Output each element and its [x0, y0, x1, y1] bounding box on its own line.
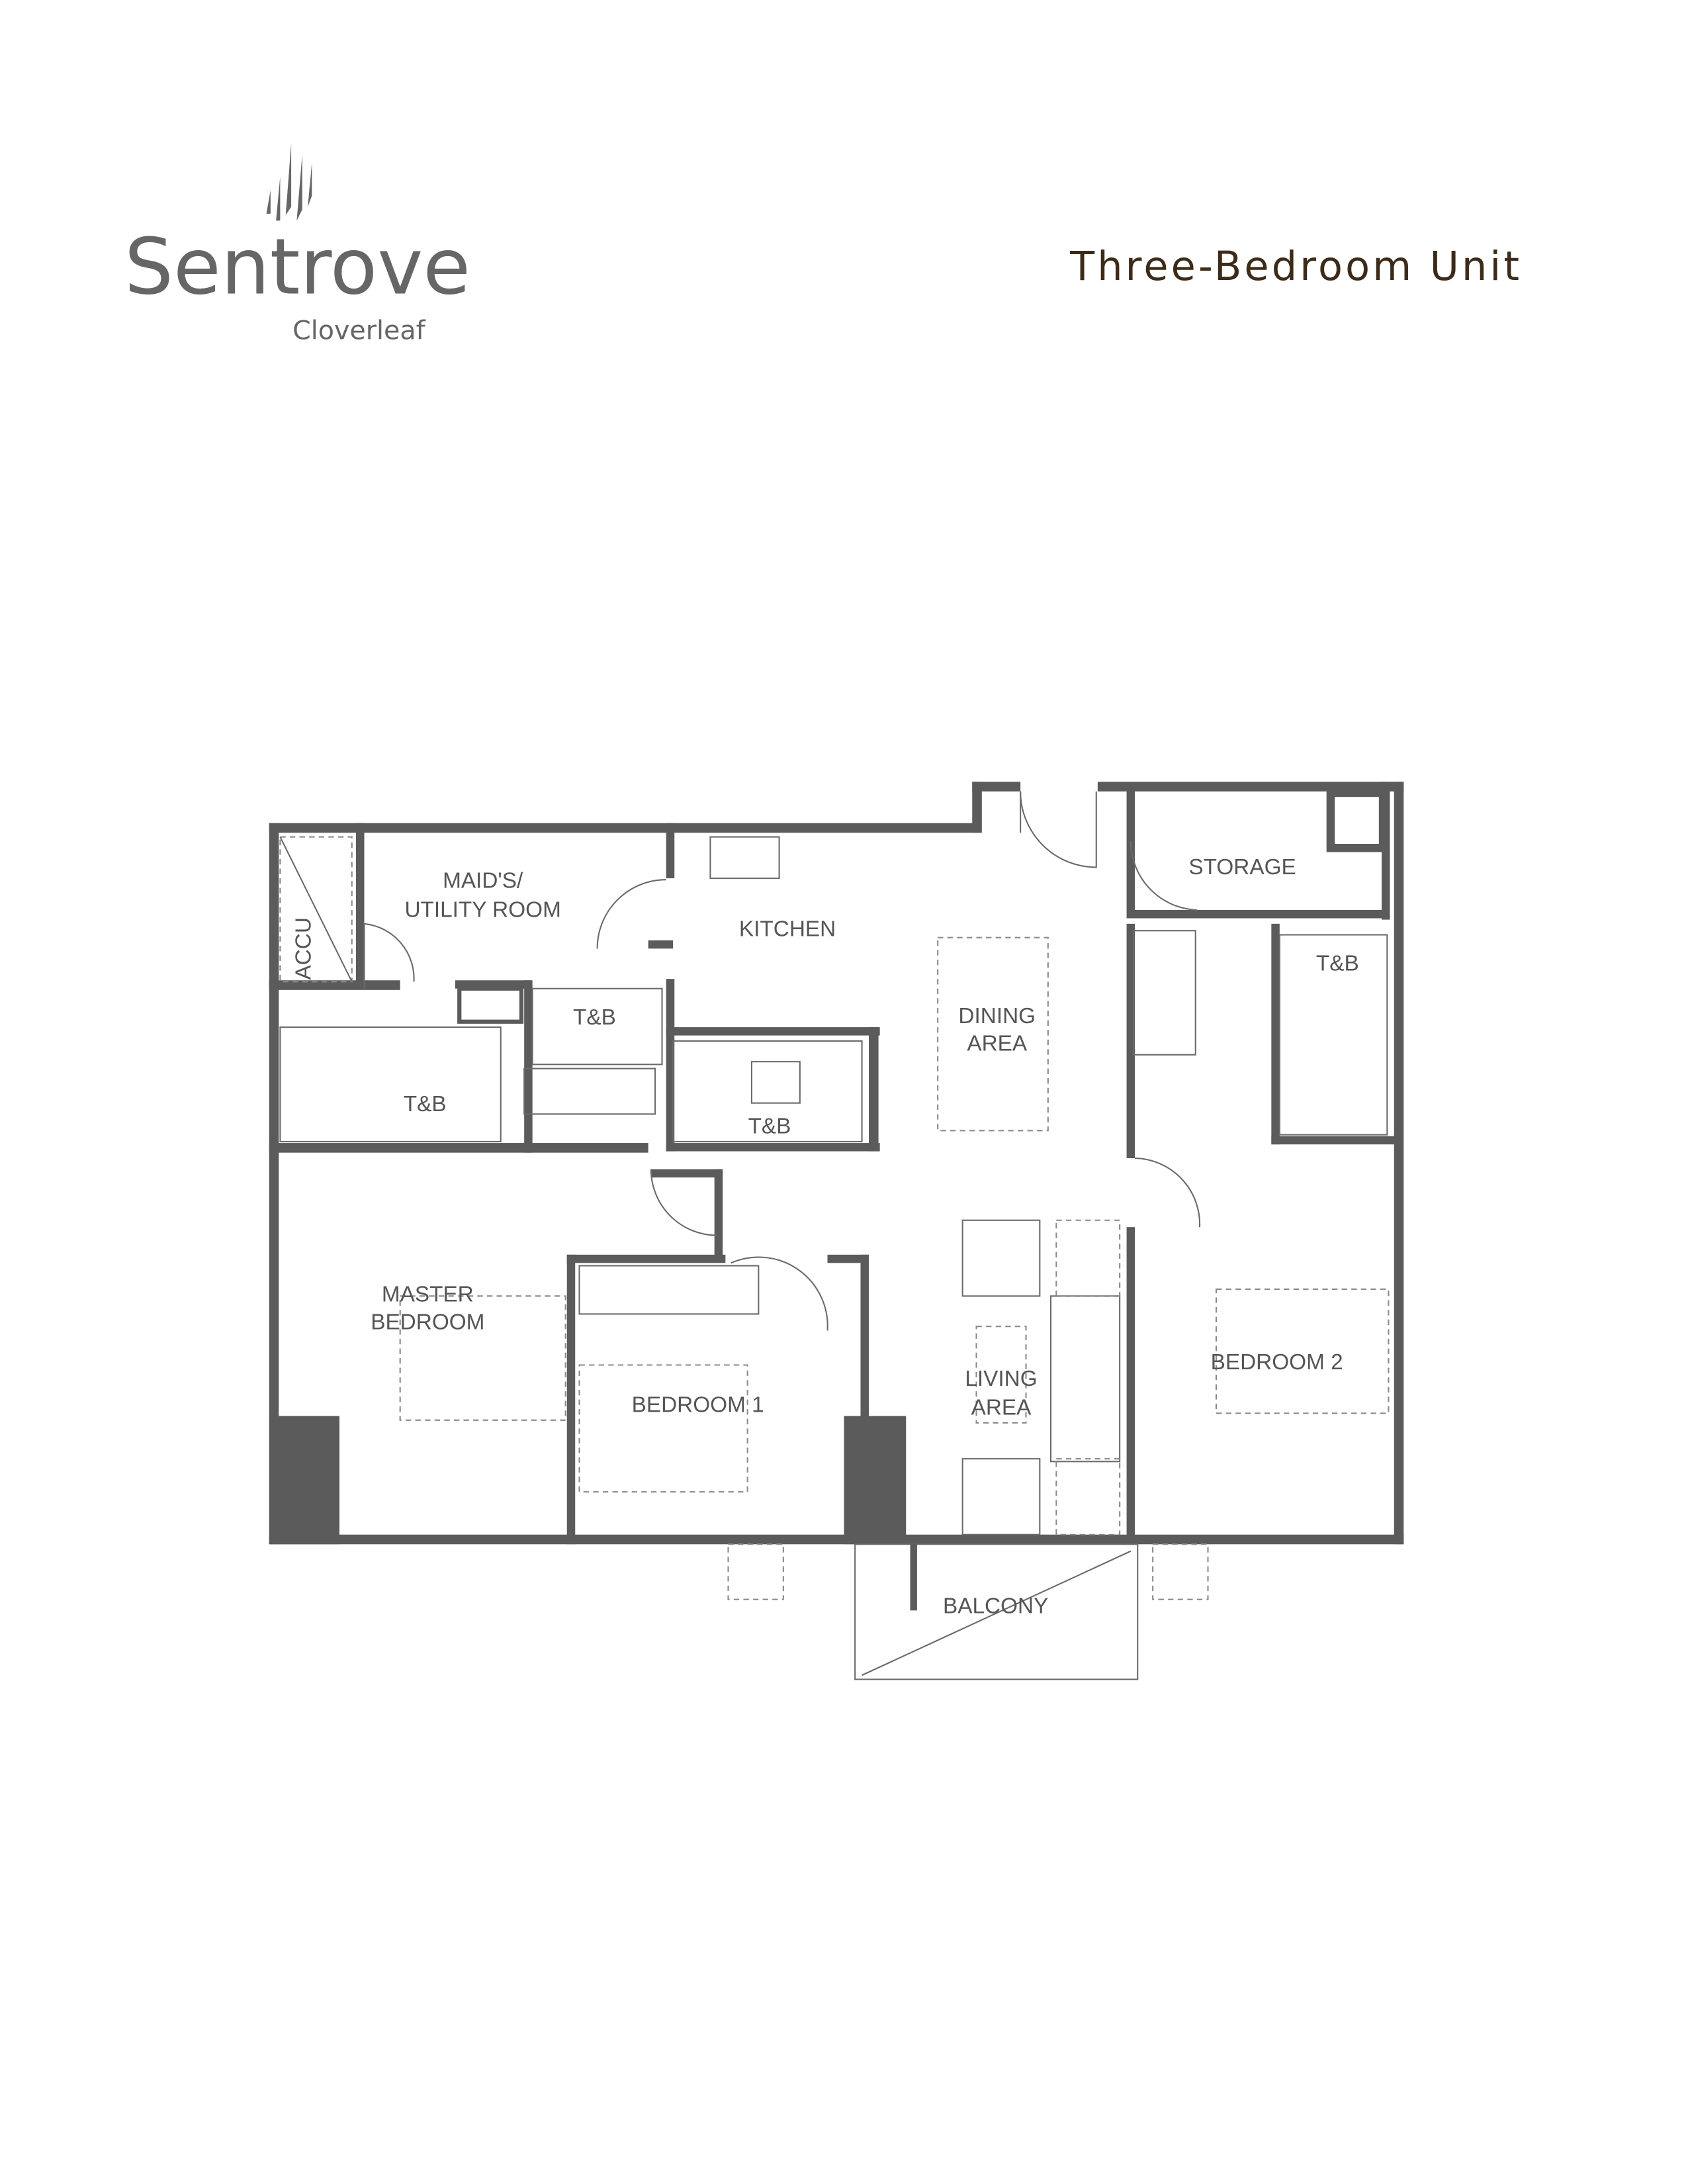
floor-plan: MAID'S/ UTILITY ROOM KITCHEN DINING AREA…: [269, 782, 1404, 1680]
label-living-2: AREA: [971, 1396, 1032, 1420]
label-tb-master: T&B: [404, 1092, 447, 1116]
label-bedroom-2: BEDROOM 2: [1211, 1350, 1343, 1375]
label-master-bedroom-2: BEDROOM: [371, 1310, 484, 1334]
label-living: LIVING: [965, 1367, 1037, 1391]
label-dining: DINING: [958, 1004, 1036, 1028]
label-tb-bedroom2: T&B: [1316, 952, 1359, 976]
label-balcony: BALCONY: [943, 1594, 1048, 1619]
label-accu: ACCU: [291, 917, 316, 979]
label-kitchen: KITCHEN: [739, 917, 836, 942]
door-swings: [363, 791, 1201, 1331]
label-bedroom-1: BEDROOM 1: [632, 1392, 764, 1417]
furniture: [279, 836, 1390, 1680]
room-labels: MAID'S/ UTILITY ROOM KITCHEN DINING AREA…: [291, 855, 1358, 1619]
page-title: Three-Bedroom Unit: [1069, 244, 1522, 290]
walls: [269, 782, 1404, 1545]
brand-subname: Cloverleaf: [292, 316, 425, 346]
brand-name: Sentrove: [124, 222, 470, 312]
brand-logo: Sentrove Cloverleaf: [124, 143, 470, 346]
label-master-bedroom: MASTER: [382, 1283, 474, 1307]
label-storage: STORAGE: [1188, 855, 1296, 880]
label-maids-room: MAID'S/: [443, 869, 523, 893]
label-tb-common: T&B: [748, 1114, 791, 1138]
label-maids-room-2: UTILITY ROOM: [404, 897, 560, 922]
logo-bars-icon: [266, 143, 312, 221]
label-tb-maids: T&B: [573, 1005, 616, 1030]
label-dining-2: AREA: [967, 1032, 1028, 1056]
